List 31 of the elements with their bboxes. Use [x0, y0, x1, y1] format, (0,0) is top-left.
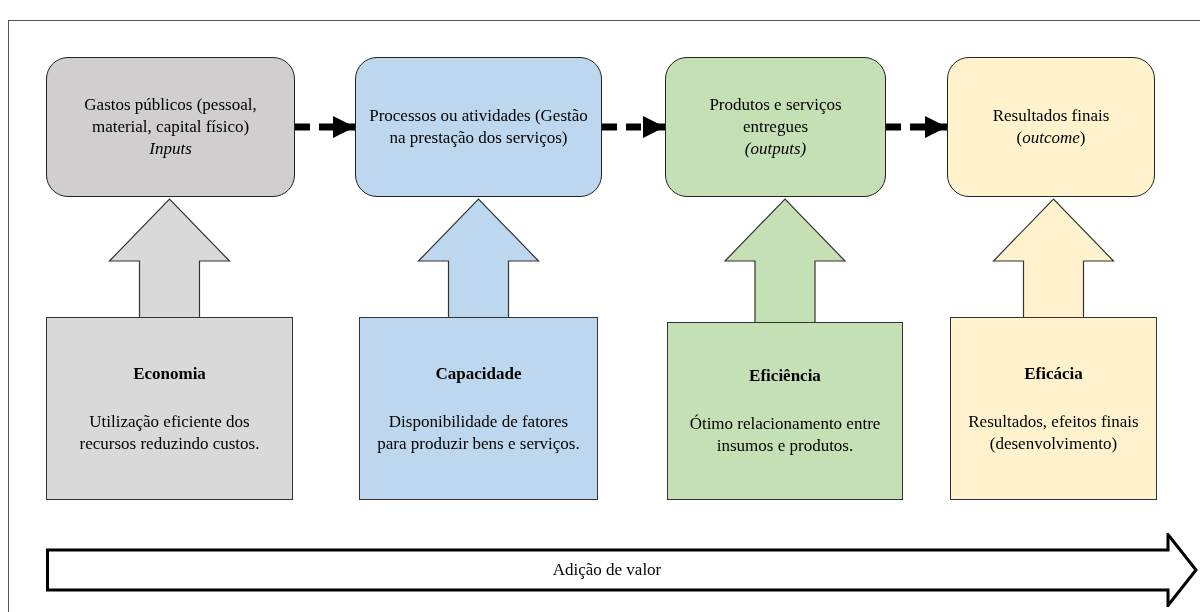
process-box [665, 57, 886, 197]
block-arrow [992, 198, 1115, 318]
criterion-title: Capacidade [435, 362, 522, 385]
criterion-description: Utilização eficiente dos recursos reduzindo custos. [78, 410, 261, 455]
criterion-description: Resultados, efeitos finais (desenvolvimento) [967, 410, 1140, 455]
criterion-title: Eficácia [1024, 362, 1083, 385]
criterion-title: Economia [133, 362, 206, 385]
dashed-arrow [295, 115, 355, 139]
block-arrow [108, 198, 231, 318]
block-arrow [723, 198, 847, 323]
dashed-arrow [886, 115, 947, 139]
criterion-box [359, 317, 598, 500]
box-text: Gastos públicos (pessoal, material, capital físico) [83, 94, 258, 138]
box-text: Produtos e serviços entregues [708, 94, 843, 138]
process-box [46, 57, 295, 197]
criterion-box [950, 317, 1157, 500]
arrow-label: Adição de valor [552, 559, 662, 582]
box-text: (outputs) [744, 138, 807, 160]
criterion-box [46, 317, 293, 500]
criterion-title: Eficiência [749, 365, 821, 387]
dashed-arrow [602, 115, 665, 139]
box-text: Inputs [149, 138, 192, 160]
criterion-description: Ótimo relacionamento entre insumos e produtos. [688, 413, 882, 457]
box-text: (outcome) [1016, 127, 1086, 149]
criterion-box [667, 322, 903, 500]
block-arrow [417, 198, 540, 318]
process-box [355, 57, 602, 197]
box-text: Resultados finais [992, 105, 1110, 127]
box-text: Processos ou atividades (Gestão na prestação dos serviços) [368, 105, 589, 149]
criterion-description: Disponibilidade de fatores para produzir bens e serviços. [376, 410, 581, 455]
process-box [947, 57, 1155, 197]
